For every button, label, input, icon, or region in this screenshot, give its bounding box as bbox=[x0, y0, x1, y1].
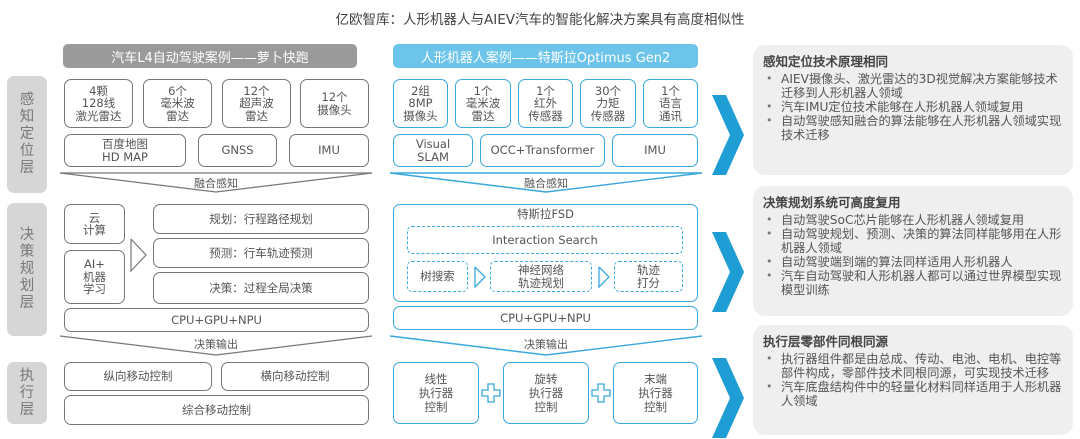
car-imu: IMU bbox=[289, 134, 369, 167]
diagram-title: 亿欧智库：人形机器人与AIEV汽车的智能化解决方案具有高度相似性 bbox=[335, 12, 745, 28]
robot-visual-slam: Visual SLAM bbox=[393, 134, 473, 167]
panel-item: 自动驾驶SoC芯片能够在人形机器人领域复用 bbox=[763, 213, 1065, 227]
robot-step-arrow-icon bbox=[474, 266, 486, 289]
car-gnss: GNSS bbox=[198, 134, 277, 167]
plus-icon bbox=[481, 383, 501, 403]
car-compute-cpu-gpu-npu: CPU+GPU+NPU bbox=[64, 308, 369, 332]
robot-occ-transformer: OCC+Transformer bbox=[480, 134, 605, 167]
car-longitudinal-control: 纵向移动控制 bbox=[64, 362, 212, 391]
robot-step-arrow-icon bbox=[598, 266, 610, 289]
car-sensor-lidar: 4颗 128线 激光雷达 bbox=[64, 79, 133, 128]
car-output-funnel bbox=[59, 335, 373, 356]
panel-title: 执行层零部件同根同源 bbox=[763, 334, 889, 349]
layer-execution: 执行层 bbox=[7, 362, 47, 424]
panel-item: 自动驾驶端到端的算法同样适用人形机器人 bbox=[763, 255, 1065, 269]
car-decision-making: 决策：过程全局决策 bbox=[153, 272, 369, 304]
robot-sensor-mmwave-radar: 1个 毫米波 雷达 bbox=[455, 79, 511, 128]
layer-perception: 感知定位层 bbox=[7, 76, 47, 193]
robot-end-effector-control: 末端 执行器 控制 bbox=[613, 362, 698, 424]
car-hd-map: 百度地图 HD MAP bbox=[64, 134, 186, 167]
robot-fsd-title: 特斯拉FSD bbox=[516, 207, 575, 221]
robot-trajectory-scoring: 轨迹 打分 bbox=[614, 261, 683, 292]
chevron-right-icon bbox=[712, 95, 744, 175]
car-prediction: 预测：行车轨迹预测 bbox=[153, 238, 369, 268]
panel-perception-summary: 感知定位技术原理相同 AIEV摄像头、激光雷达的3D视觉解决方案能够技术迁移到人… bbox=[753, 45, 1073, 175]
car-decision-arrow-icon bbox=[130, 238, 147, 273]
car-sensor-camera: 12个 摄像头 bbox=[300, 79, 369, 128]
plus-icon bbox=[591, 383, 611, 403]
panel-decision-summary: 决策规划系统可高度复用 自动驾驶SoC芯片能够在人形机器人领域复用 自动驾驶规划… bbox=[753, 186, 1073, 316]
panel-title: 感知定位技术原理相同 bbox=[763, 54, 889, 69]
car-fusion-label: 融合感知 bbox=[194, 177, 238, 190]
panel-item: 自动驾驶感知融合的算法能够在人形机器人领域实现技术迁移 bbox=[763, 114, 1065, 142]
robot-interaction-search: Interaction Search bbox=[407, 226, 683, 254]
robot-rotary-actuator-control: 旋转 执行器 控制 bbox=[503, 362, 589, 424]
panel-item: AIEV摄像头、激光雷达的3D视觉解决方案能够技术迁移到人形机器人领域 bbox=[763, 72, 1065, 100]
car-case-header: 汽车L4自动驾驶案例——萝卜快跑 bbox=[63, 44, 357, 68]
robot-tree-search: 树搜索 bbox=[407, 261, 468, 292]
panel-title: 决策规划系统可高度复用 bbox=[763, 195, 901, 210]
layer-decision: 决策规划层 bbox=[7, 203, 47, 336]
robot-sensor-camera: 2组 8MP 摄像头 bbox=[393, 79, 448, 128]
car-output-label: 决策输出 bbox=[194, 338, 238, 351]
robot-output-funnel bbox=[389, 335, 703, 356]
robot-nn-trajectory-planning: 神经网络 轨迹规划 bbox=[490, 261, 592, 292]
robot-sensor-infrared: 1个 红外 传感器 bbox=[518, 79, 573, 128]
car-cloud-computing: 云 计算 bbox=[64, 204, 125, 244]
car-sensor-ultrasonic-radar: 12个 超声波 雷达 bbox=[222, 79, 291, 128]
car-lateral-control: 横向移动控制 bbox=[221, 362, 369, 391]
car-sensor-mmwave-radar: 6个 毫米波 雷达 bbox=[143, 79, 212, 128]
car-planning: 规划：行程路径规划 bbox=[153, 204, 369, 234]
robot-compute-cpu-gpu-npu: CPU+GPU+NPU bbox=[393, 306, 698, 330]
panel-item: 汽车底盘结构件中的轻量化材料同样适用于人形机器人领域 bbox=[763, 380, 1065, 408]
car-fusion-funnel bbox=[59, 172, 373, 193]
car-ai-machine-learning: AI+ 机器 学习 bbox=[64, 250, 125, 304]
panel-item: 汽车IMU定位技术能够在人形机器人领域复用 bbox=[763, 100, 1065, 114]
robot-fusion-label: 融合感知 bbox=[524, 177, 568, 190]
car-integrated-control: 综合移动控制 bbox=[64, 395, 369, 425]
panel-item: 自动驾驶规划、预测、决策的算法同样能够用在人形机器人领域 bbox=[763, 227, 1065, 255]
robot-sensor-voice: 1个 语言 通讯 bbox=[643, 79, 698, 128]
chevron-right-icon bbox=[712, 232, 744, 312]
panel-item: 汽车自动驾驶和人形机器人都可以通过世界模型实现模型训练 bbox=[763, 269, 1065, 297]
robot-imu: IMU bbox=[612, 134, 698, 167]
robot-fusion-funnel bbox=[389, 172, 703, 193]
robot-output-label: 决策输出 bbox=[524, 338, 568, 351]
panel-item: 执行器组件都是由总成、传动、电池、电机、电控等部件构成，零部件技术同根同源，可实… bbox=[763, 352, 1065, 380]
panel-execution-summary: 执行层零部件同根同源 执行器组件都是由总成、传动、电池、电机、电控等部件构成，零… bbox=[753, 325, 1073, 435]
robot-case-header: 人形机器人案例——特斯拉Optimus Gen2 bbox=[393, 44, 698, 68]
robot-sensor-torque: 30个 力矩 传感器 bbox=[580, 79, 636, 128]
robot-linear-actuator-control: 线性 执行器 控制 bbox=[393, 362, 479, 424]
chevron-right-icon bbox=[712, 358, 744, 438]
